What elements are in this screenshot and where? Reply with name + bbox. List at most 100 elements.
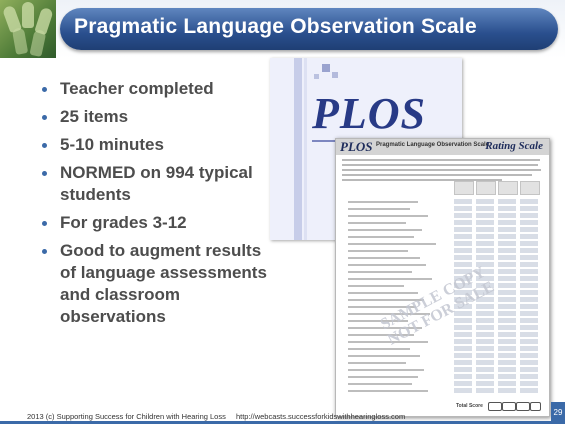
sheet-cell [476,269,494,274]
sheet-cell [520,360,538,365]
sheet-row [342,220,542,226]
sheet-row-cells [454,241,542,247]
hand-icon [29,29,47,57]
sheet-row-cells [454,213,542,219]
sheet-row-cells [454,311,542,317]
sheet-cell [476,304,494,309]
page-number: 29 [551,402,565,424]
sheet-row [342,297,542,303]
total-box [488,402,502,411]
sheet-row-cells [454,269,542,275]
sheet-cell [476,353,494,358]
hand-icon [11,27,29,55]
sheet-cell [476,311,494,316]
sheet-cell [454,374,472,379]
bullet-text: Teacher completed [60,79,214,98]
sheet-row-text [348,257,420,259]
sheet-cell [498,297,516,302]
sheet-cell [476,241,494,246]
sheet-cell [454,241,472,246]
sheet-cell [520,374,538,379]
sheet-cell [498,283,516,288]
sheet-row-cells [454,220,542,226]
bullet-text: For grades 3-12 [60,213,187,232]
sheet-cell [476,381,494,386]
sheet-cell [476,248,494,253]
sheet-row [342,248,542,254]
sheet-cell [454,290,472,295]
sheet-cell [454,269,472,274]
sheet-row [342,241,542,247]
sheet-cell [454,199,472,204]
sheet-cell [454,318,472,323]
cover-square [322,64,330,72]
sheet-cell [498,360,516,365]
sheet-cell [520,311,538,316]
sheet-row-text [348,327,422,329]
sheet-row-text [348,383,412,385]
sheet-row-text [348,292,418,294]
sheet-cell [454,297,472,302]
sheet-row [342,290,542,296]
footer-copyright: 2013 (c) Supporting Success for Children… [27,412,226,421]
sheet-cell [520,353,538,358]
sheet-cell [520,234,538,239]
sheet-row [342,367,542,373]
sheet-logo: PLOS [340,139,373,154]
sheet-cell [498,262,516,267]
bullet-item: NORMED on 994 typical students [38,162,268,206]
total-score-label: Total Score [456,403,483,409]
sheet-cell [498,346,516,351]
sheet-row-text [348,250,408,252]
bullet-text: 5-10 minutes [60,135,164,154]
sheet-row-cells [454,339,542,345]
sheet-cell [476,276,494,281]
footer-url[interactable]: http://webcasts.successforkidswithhearin… [235,412,406,421]
sheet-row-text [348,229,422,231]
sheet-cell [476,325,494,330]
sheet-row-text [348,369,424,371]
sheet-cell [454,248,472,253]
sheet-cell [498,276,516,281]
sheet-cell [454,353,472,358]
sheet-row [342,304,542,310]
sheet-cell [498,332,516,337]
sheet-row [342,325,542,331]
sheet-cell [476,213,494,218]
sheet-row-cells [454,346,542,352]
sheet-cell [520,276,538,281]
sheet-cell [498,388,516,393]
sheet-row [342,388,542,394]
sheet-cell [520,213,538,218]
sheet-directions [342,159,542,184]
sheet-cell [498,206,516,211]
sheet-cell [520,220,538,225]
sheet-cell [454,262,472,267]
sheet-row-cells [454,374,542,380]
sheet-cell [454,234,472,239]
sheet-cell [520,304,538,309]
cover-stripe [294,58,302,240]
sheet-row-cells [454,290,542,296]
sheet-row [342,262,542,268]
sheet-row-cells [454,276,542,282]
sheet-cell [454,332,472,337]
sheet-cell [498,220,516,225]
cover-stripe [304,58,307,240]
bullet-dot-icon [42,115,47,120]
sheet-row [342,213,542,219]
total-box [502,402,516,411]
sheet-row-cells [454,353,542,359]
sheet-row-cells [454,388,542,394]
sheet-cell [520,206,538,211]
sheet-row-cells [454,255,542,261]
bullet-item: Good to augment results of language asse… [38,240,268,328]
cover-square [332,72,338,78]
sheet-cell [520,367,538,372]
sheet-cell [520,283,538,288]
sheet-row-cells [454,248,542,254]
sheet-cell [520,248,538,253]
sheet-row [342,276,542,282]
sheet-row-cells [454,304,542,310]
sheet-cell [520,325,538,330]
